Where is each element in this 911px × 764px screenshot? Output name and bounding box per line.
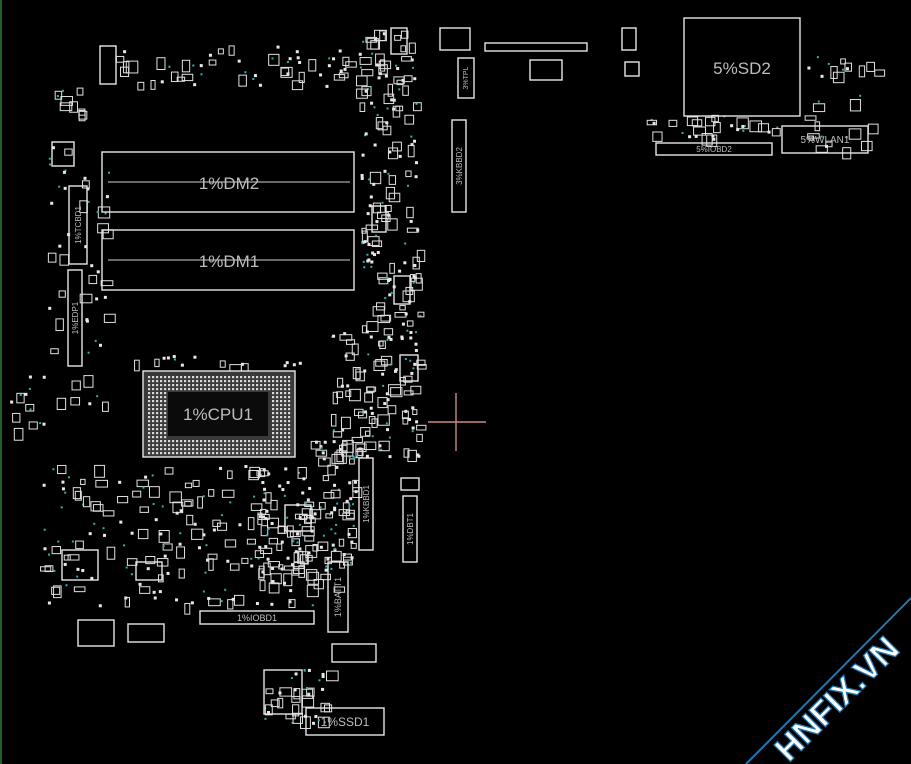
component-edp1[interactable]: 1%EDP1: [67, 269, 83, 367]
component-iobd1[interactable]: 1%IOBD1: [199, 610, 315, 625]
component-cpu1[interactable]: 1%CPU1: [142, 370, 296, 458]
component-misc: [51, 45, 420, 715]
component-dbt1[interactable]: 1%DBT1: [402, 495, 418, 563]
label-wlan1: 5%WLAN1: [801, 135, 850, 146]
label-batt1: 1%BATT1: [333, 577, 343, 617]
component-ssd1[interactable]: 1%SSD1: [305, 707, 385, 736]
component-iobd2[interactable]: 5%IOBD2: [655, 142, 773, 156]
component-dm1[interactable]: 1%DM1: [101, 229, 355, 291]
component-kbbd2[interactable]: 3%KBBD2: [451, 119, 467, 213]
crosshair-cursor: [428, 393, 486, 451]
component-wlan1[interactable]: 5%WLAN1: [781, 125, 869, 154]
component-sd2[interactable]: 5%SD2: [683, 17, 801, 117]
label-tpl: 3%TPL: [463, 66, 470, 89]
label-dm1: 1%DM1: [199, 252, 259, 271]
component-tpl[interactable]: 3%TPL: [457, 57, 475, 99]
component-top-connector[interactable]: [390, 27, 640, 81]
label-dm2: 1%DM2: [199, 174, 259, 193]
component-dm2[interactable]: 1%DM2: [101, 151, 355, 213]
label-iobd2: 5%IOBD2: [696, 145, 732, 154]
label-cpu1: 1%CPU1: [183, 405, 253, 424]
label-kbbd2: 3%KBBD2: [455, 147, 464, 185]
label-sd2: 5%SD2: [713, 59, 771, 78]
label-dbt1: 1%DBT1: [406, 512, 415, 545]
label-iobd1: 1%IOBD1: [237, 613, 277, 623]
component-kbbd1[interactable]: 1%KBBD1: [358, 457, 374, 551]
component-batt1[interactable]: 1%BATT1: [327, 561, 349, 633]
label-ssd1: 1%SSD1: [321, 715, 370, 729]
label-tcbd1: 1%TCBD1: [74, 206, 83, 244]
label-kbbd1: 1%KBBD1: [362, 485, 371, 523]
component-tcbd1[interactable]: 1%TCBD1: [68, 185, 88, 265]
small-components: [10, 29, 886, 729]
label-edp1: 1%EDP1: [71, 301, 80, 334]
